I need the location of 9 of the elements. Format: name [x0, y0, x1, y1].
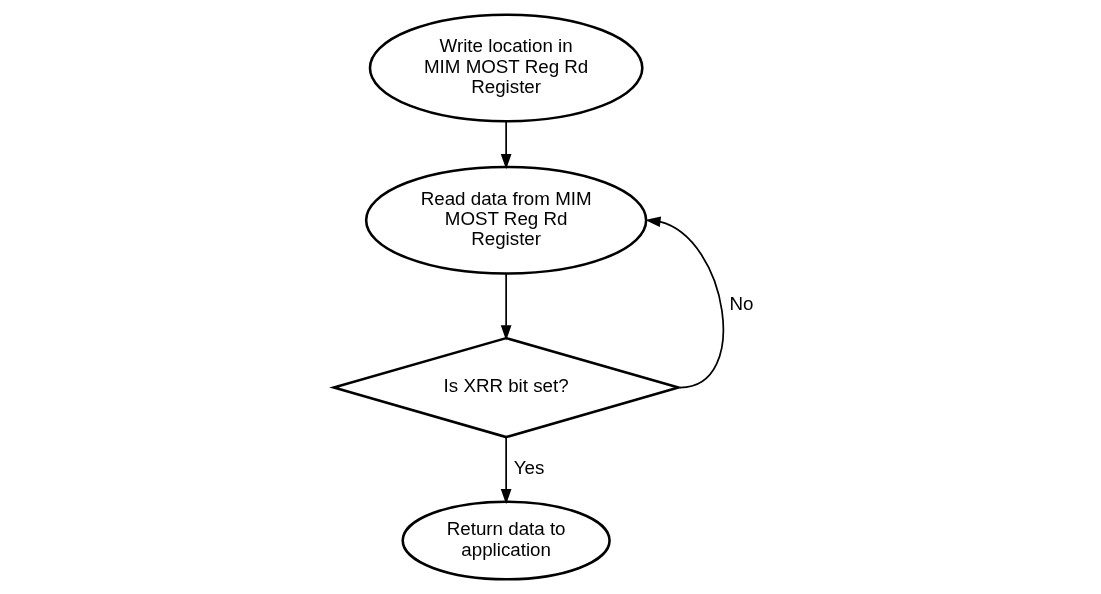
- arrow: [500, 272, 512, 341]
- node-ellipse: Write location in MIM MOST Reg Rd Register: [368, 13, 644, 123]
- node-ellipse: Return data to application: [401, 500, 611, 581]
- edge-label: No: [729, 293, 754, 315]
- arrow: [500, 120, 512, 170]
- arrow: [500, 436, 512, 505]
- arrow: [645, 216, 725, 389]
- node-ellipse: Read data from MIM MOST Reg Rd Register: [364, 165, 648, 275]
- edge-label: Yes: [513, 457, 545, 479]
